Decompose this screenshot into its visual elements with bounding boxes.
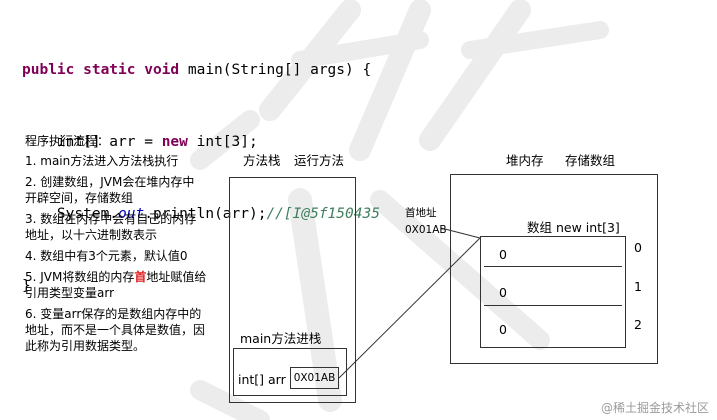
step-5: 5. JVM将数组的内存首地址赋值给引用类型变量arr [25,270,207,300]
arr-var-value: 0X01AB [290,367,339,389]
array-index-0: 0 [634,240,642,255]
array-cell-0: 0 [499,247,507,262]
array-label: 数组 new int[3] [527,220,620,235]
code-block: public static void main(String[] args) {… [22,10,380,322]
execution-steps: 程序执行流程： 1. main方法进入方法栈执行 2. 创建数组，JVM会在堆内… [25,133,225,359]
code-line-4: } [22,278,31,294]
stack-header-1: 方法栈 [243,153,281,168]
site-watermark: @稀土掘金技术社区 [600,401,709,415]
code-line-2: int[] arr = new int[3]; [56,134,258,150]
array-index-2: 2 [634,317,642,332]
code-line-1: public static void main(String[] args) { [22,62,372,78]
array-cell-divider [484,266,622,267]
step-4: 4. 数组中有3个元素，默认值0 [25,249,188,263]
array-box [480,236,626,348]
address-value: 0X01AB [405,224,447,236]
heap-header-1: 堆内存 [506,153,544,168]
step-1: 1. main方法进入方法栈执行 [25,154,179,168]
arr-var-label: int[] arr [238,372,286,387]
step-3: 3. 数组在内存中会有自己的内存地址，以十六进制数表示 [25,212,197,242]
array-cell-1: 0 [499,285,507,300]
steps-title: 程序执行流程： [25,134,110,148]
stack-header-2: 运行方法 [294,153,345,168]
array-cell-divider [484,305,622,306]
address-title: 首地址 [405,207,437,219]
step-2: 2. 创建数组，JVM会在堆内存中开辟空间，存储数组 [25,175,195,205]
code-line-3: System.out.println(arr);//[I@5f150435 [56,206,380,222]
step-6: 6. 变量arr保存的是数组内存中的地址，而不是一个具体是数值，因此称为引用数据… [25,307,206,353]
array-cell-2: 0 [499,322,507,337]
main-frame-label: main方法进栈 [240,331,322,346]
step-5-highlight: 首 [134,270,147,284]
array-index-1: 1 [634,279,642,294]
heap-header-2: 存储数组 [565,153,616,168]
